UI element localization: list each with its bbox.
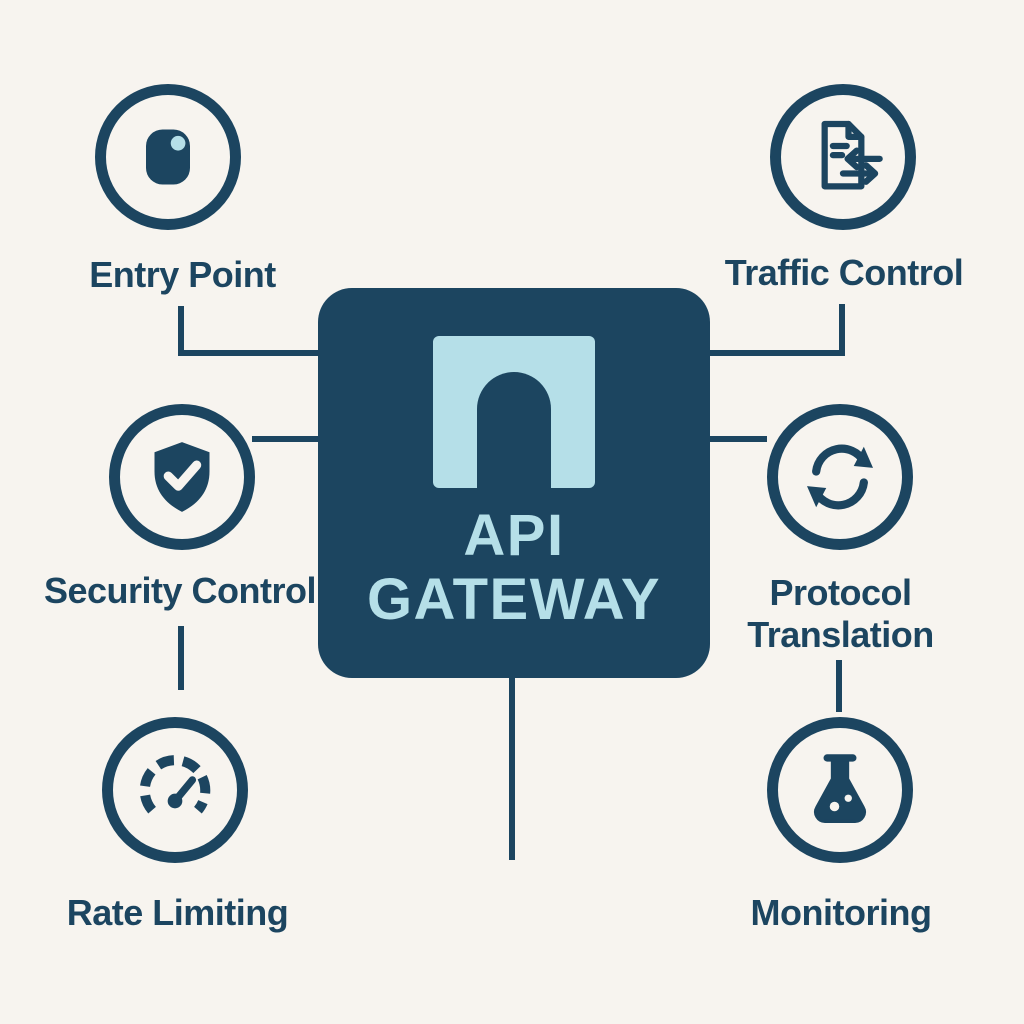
gateway-arch-opening	[477, 372, 551, 488]
api-gateway-box: API GATEWAY	[318, 288, 710, 678]
monitoring-circle	[767, 717, 913, 863]
protocol-translation-label: Protocol Translation	[747, 572, 934, 656]
monitoring-label: Monitoring	[750, 892, 932, 933]
connector-traffic-vertical	[839, 304, 845, 356]
connector-bottom-vertical	[509, 678, 515, 860]
entry-point-label: Entry Point	[89, 254, 276, 295]
gateway-arch-icon	[433, 336, 595, 488]
gateway-title-line1: API	[463, 503, 565, 568]
connector-security-horizontal	[252, 436, 318, 442]
security-control-label: Security Control	[43, 570, 317, 611]
connector-entry-horizontal	[178, 350, 318, 356]
gauge-icon	[139, 755, 211, 814]
rate-limiting-circle	[102, 717, 248, 863]
connector-security-rate	[178, 626, 184, 690]
document-arrows-icon	[821, 120, 883, 190]
flask-icon	[814, 754, 866, 823]
traffic-control-label: Traffic Control	[724, 252, 964, 293]
connector-protocol-horizontal	[710, 436, 767, 442]
rate-limiting-label: Rate Limiting	[66, 892, 289, 933]
traffic-control-circle	[770, 84, 916, 230]
sync-arrows-icon	[807, 444, 873, 510]
door-icon	[146, 129, 190, 185]
connector-entry-vertical	[178, 306, 184, 356]
security-control-circle	[109, 404, 255, 550]
gateway-title-line2: GATEWAY	[366, 566, 662, 632]
connector-traffic-horizontal	[710, 350, 845, 356]
connector-protocol-monitoring	[836, 660, 842, 712]
protocol-translation-circle	[767, 404, 913, 550]
shield-check-icon	[154, 442, 210, 512]
entry-point-circle	[95, 84, 241, 230]
